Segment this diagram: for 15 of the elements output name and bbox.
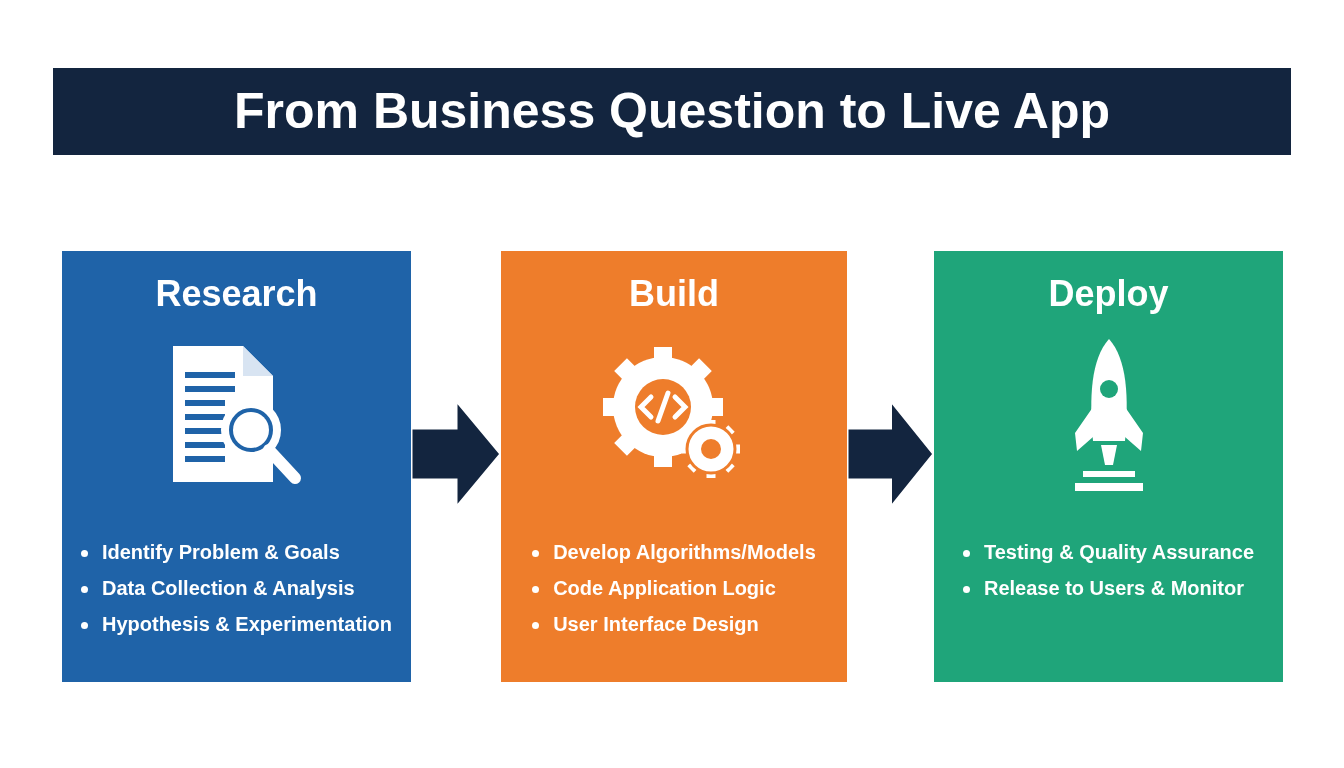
stage-panel xyxy=(934,251,1283,682)
bullet-item: Testing & Quality Assurance xyxy=(962,537,1255,567)
bullet-item: Data Collection & Analysis xyxy=(80,573,393,603)
bullet-item: Identify Problem & Goals xyxy=(80,537,393,567)
title: From Business Question to Live App xyxy=(234,82,1110,141)
stage-heading: Build xyxy=(629,272,719,316)
stage-heading: Deploy xyxy=(1048,272,1169,316)
bullet-item: Release to Users & Monitor xyxy=(962,573,1255,603)
stage-panel xyxy=(501,251,847,682)
bullet-item: Develop Algorithms/Models xyxy=(532,537,816,567)
stage-panel xyxy=(62,251,411,682)
bullet-item: User Interface Design xyxy=(532,609,816,639)
stage-heading: Research xyxy=(155,272,318,316)
bullet-item: Hypothesis & Experimentation xyxy=(80,609,393,639)
bullet-item: Code Application Logic xyxy=(532,573,816,603)
